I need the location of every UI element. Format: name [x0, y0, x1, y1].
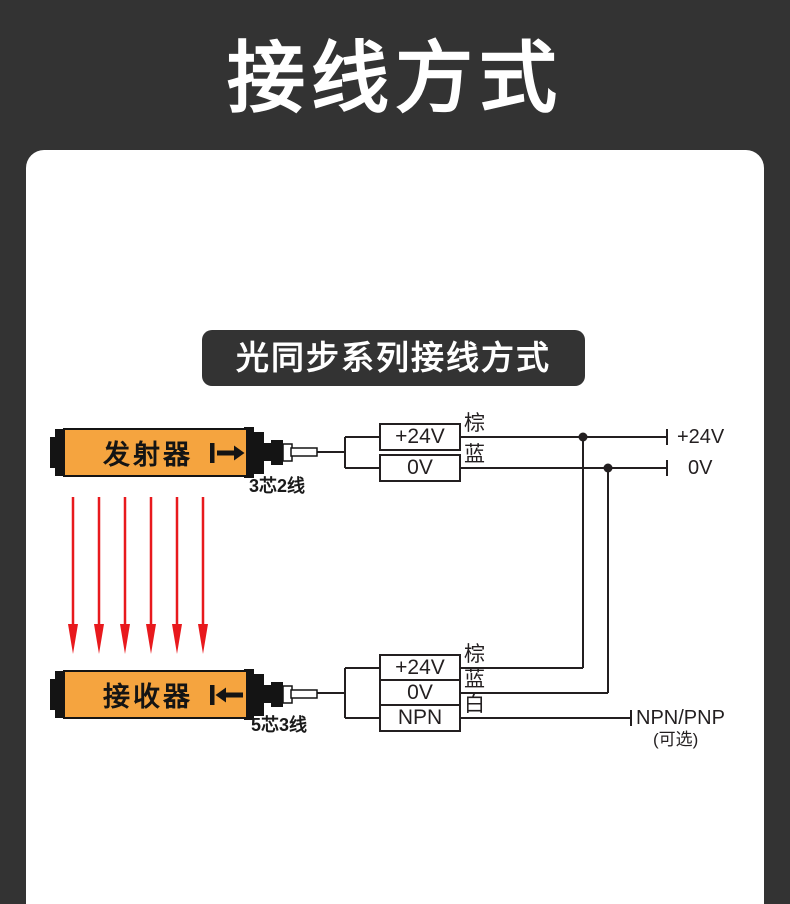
transmitter-wire-blue-label: 蓝 — [464, 443, 485, 466]
transmitter-connector — [50, 427, 318, 478]
receiver-cable-label: 5芯3线 — [251, 715, 308, 735]
content-panel — [26, 150, 764, 904]
terminal-npn-pnp: NPN/PNP — [636, 707, 725, 729]
terminal-0v: 0V — [688, 457, 713, 479]
receiver-device: 接收器 — [63, 670, 248, 719]
transmitter-cable-label: 3芯2线 — [249, 476, 306, 496]
transmitter-box-0v: 0V — [379, 454, 461, 482]
arrow-right-from-bar-icon — [210, 442, 245, 463]
transmitter-wire-brown-label: 棕 — [464, 412, 485, 435]
terminal-plus24v: +24V — [677, 426, 725, 448]
section-pill-label: 光同步系列接线方式 — [202, 330, 585, 386]
receiver-wire-brown-label: 棕 — [464, 643, 485, 666]
page-title: 接线方式 — [226, 34, 563, 122]
receiver-wire-blue-label: 蓝 — [464, 668, 485, 691]
receiver-box-0v: 0V — [379, 679, 461, 707]
receiver-connector — [50, 669, 318, 720]
receiver-box-24v: +24V — [379, 654, 461, 682]
receiver-box-npn: NPN — [379, 704, 461, 732]
junction-dots — [578, 432, 613, 473]
terminal-npn-pnp-note: (可选) — [653, 730, 699, 749]
receiver-label: 接收器 — [103, 682, 193, 712]
light-beam-down-arrows-icon — [68, 497, 208, 654]
receiver-wire-white-label: 白 — [464, 693, 485, 716]
transmitter-device: 发射器 — [63, 428, 248, 477]
transmitter-label: 发射器 — [103, 440, 193, 470]
arrow-left-to-bar-icon — [210, 684, 243, 705]
transmitter-box-24v: +24V — [379, 423, 461, 451]
